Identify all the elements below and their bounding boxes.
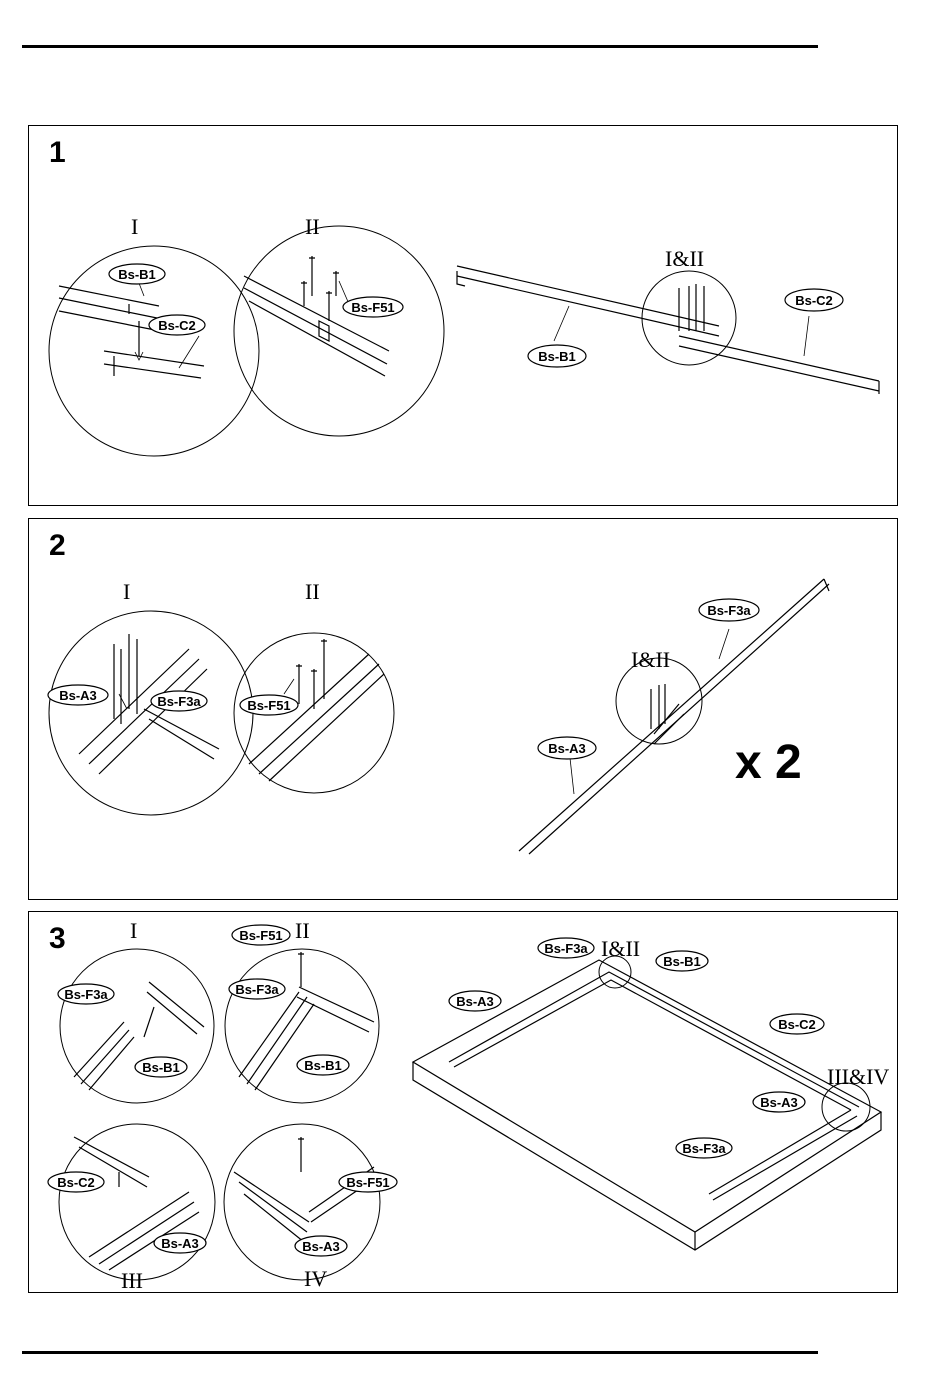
svg-text:Bs-B1: Bs-B1 [118,267,156,282]
step-3-illustration: Bs-F3a Bs-B1 Bs-F51 Bs-F3a Bs-B1 Bs-C2 B… [29,912,899,1294]
svg-text:Bs-A3: Bs-A3 [161,1236,199,1251]
svg-text:Bs-C2: Bs-C2 [778,1017,816,1032]
svg-text:Bs-F3a: Bs-F3a [707,603,751,618]
svg-text:Bs-B1: Bs-B1 [304,1058,342,1073]
label-bs-f51-detail-ii: Bs-F51 [232,925,290,945]
svg-text:Bs-F3a: Bs-F3a [682,1141,726,1156]
svg-text:Bs-F3a: Bs-F3a [544,941,588,956]
label-bs-f51-detail-iv: Bs-F51 [339,1172,397,1192]
svg-text:Bs-A3: Bs-A3 [302,1239,340,1254]
step-1-panel: 1 I II I&II [28,125,898,506]
detail-circle-iii [59,1124,215,1280]
label-bs-c2-main: Bs-C2 [785,289,843,311]
svg-text:Bs-B1: Bs-B1 [142,1060,180,1075]
step-2-panel: 2 I II I&II x 2 Bs-A3 [28,518,898,900]
svg-text:Bs-A3: Bs-A3 [59,688,97,703]
svg-text:Bs-F3a: Bs-F3a [157,694,201,709]
detail-circle-i [49,611,253,815]
step-1-illustration: Bs-B1 Bs-C2 Bs-F51 Bs-B1 Bs-C2 [29,126,899,507]
detail-circle-ii [234,226,444,436]
svg-text:Bs-A3: Bs-A3 [760,1095,798,1110]
svg-text:Bs-C2: Bs-C2 [158,318,196,333]
label-bs-a3-main-left: Bs-A3 [449,991,501,1011]
svg-text:Bs-A3: Bs-A3 [456,994,494,1009]
label-bs-f3a-detail: Bs-F3a [151,691,207,711]
label-bs-b1-detail: Bs-B1 [109,264,165,284]
svg-text:Bs-C2: Bs-C2 [795,293,833,308]
label-bs-a3-detail: Bs-A3 [48,685,108,705]
detail-circle-ii [225,949,379,1103]
label-bs-a3-detail-iii: Bs-A3 [154,1233,206,1253]
label-bs-f3a-main: Bs-F3a [699,599,759,621]
svg-text:Bs-F51: Bs-F51 [247,698,290,713]
step-3-panel: 3 I II III IV I&II III&IV [28,911,898,1293]
label-bs-f51-detail: Bs-F51 [343,297,403,317]
label-bs-b1-detail-i: Bs-B1 [135,1057,187,1077]
label-bs-f3a-main-bottom: Bs-F3a [676,1138,732,1158]
label-bs-a3-detail-iv: Bs-A3 [295,1236,347,1256]
label-bs-a3-main-right: Bs-A3 [753,1092,805,1112]
label-bs-f3a-main-top: Bs-F3a [538,938,594,958]
top-rule [22,45,818,48]
svg-text:Bs-F3a: Bs-F3a [235,982,279,997]
detail-circle-iv [224,1124,380,1280]
label-bs-f3a-detail-ii: Bs-F3a [229,979,285,999]
label-bs-f51-detail: Bs-F51 [240,695,298,715]
svg-text:Bs-F3a: Bs-F3a [64,987,108,1002]
detail-circle-i [60,949,214,1103]
svg-text:Bs-B1: Bs-B1 [538,349,576,364]
svg-text:Bs-F51: Bs-F51 [239,928,282,943]
label-bs-f3a-detail-i: Bs-F3a [58,984,114,1004]
beam-assembly [457,266,879,394]
label-bs-b1-main: Bs-B1 [528,345,586,367]
label-bs-a3-main: Bs-A3 [538,737,596,759]
label-bs-c2-main: Bs-C2 [770,1014,824,1034]
label-bs-b1-main: Bs-B1 [656,951,708,971]
step-2-illustration: Bs-A3 Bs-F3a Bs-F51 Bs-F3a Bs-A3 [29,519,899,901]
label-bs-c2-detail: Bs-C2 [149,315,205,335]
svg-text:Bs-F51: Bs-F51 [351,300,394,315]
rail-assembly [519,579,829,854]
svg-text:Bs-F51: Bs-F51 [346,1175,389,1190]
label-bs-b1-detail-ii: Bs-B1 [297,1055,349,1075]
svg-text:Bs-B1: Bs-B1 [663,954,701,969]
svg-text:Bs-C2: Bs-C2 [57,1175,95,1190]
label-bs-c2-detail-iii: Bs-C2 [48,1172,104,1192]
bottom-rule [22,1351,818,1354]
svg-text:Bs-A3: Bs-A3 [548,741,586,756]
